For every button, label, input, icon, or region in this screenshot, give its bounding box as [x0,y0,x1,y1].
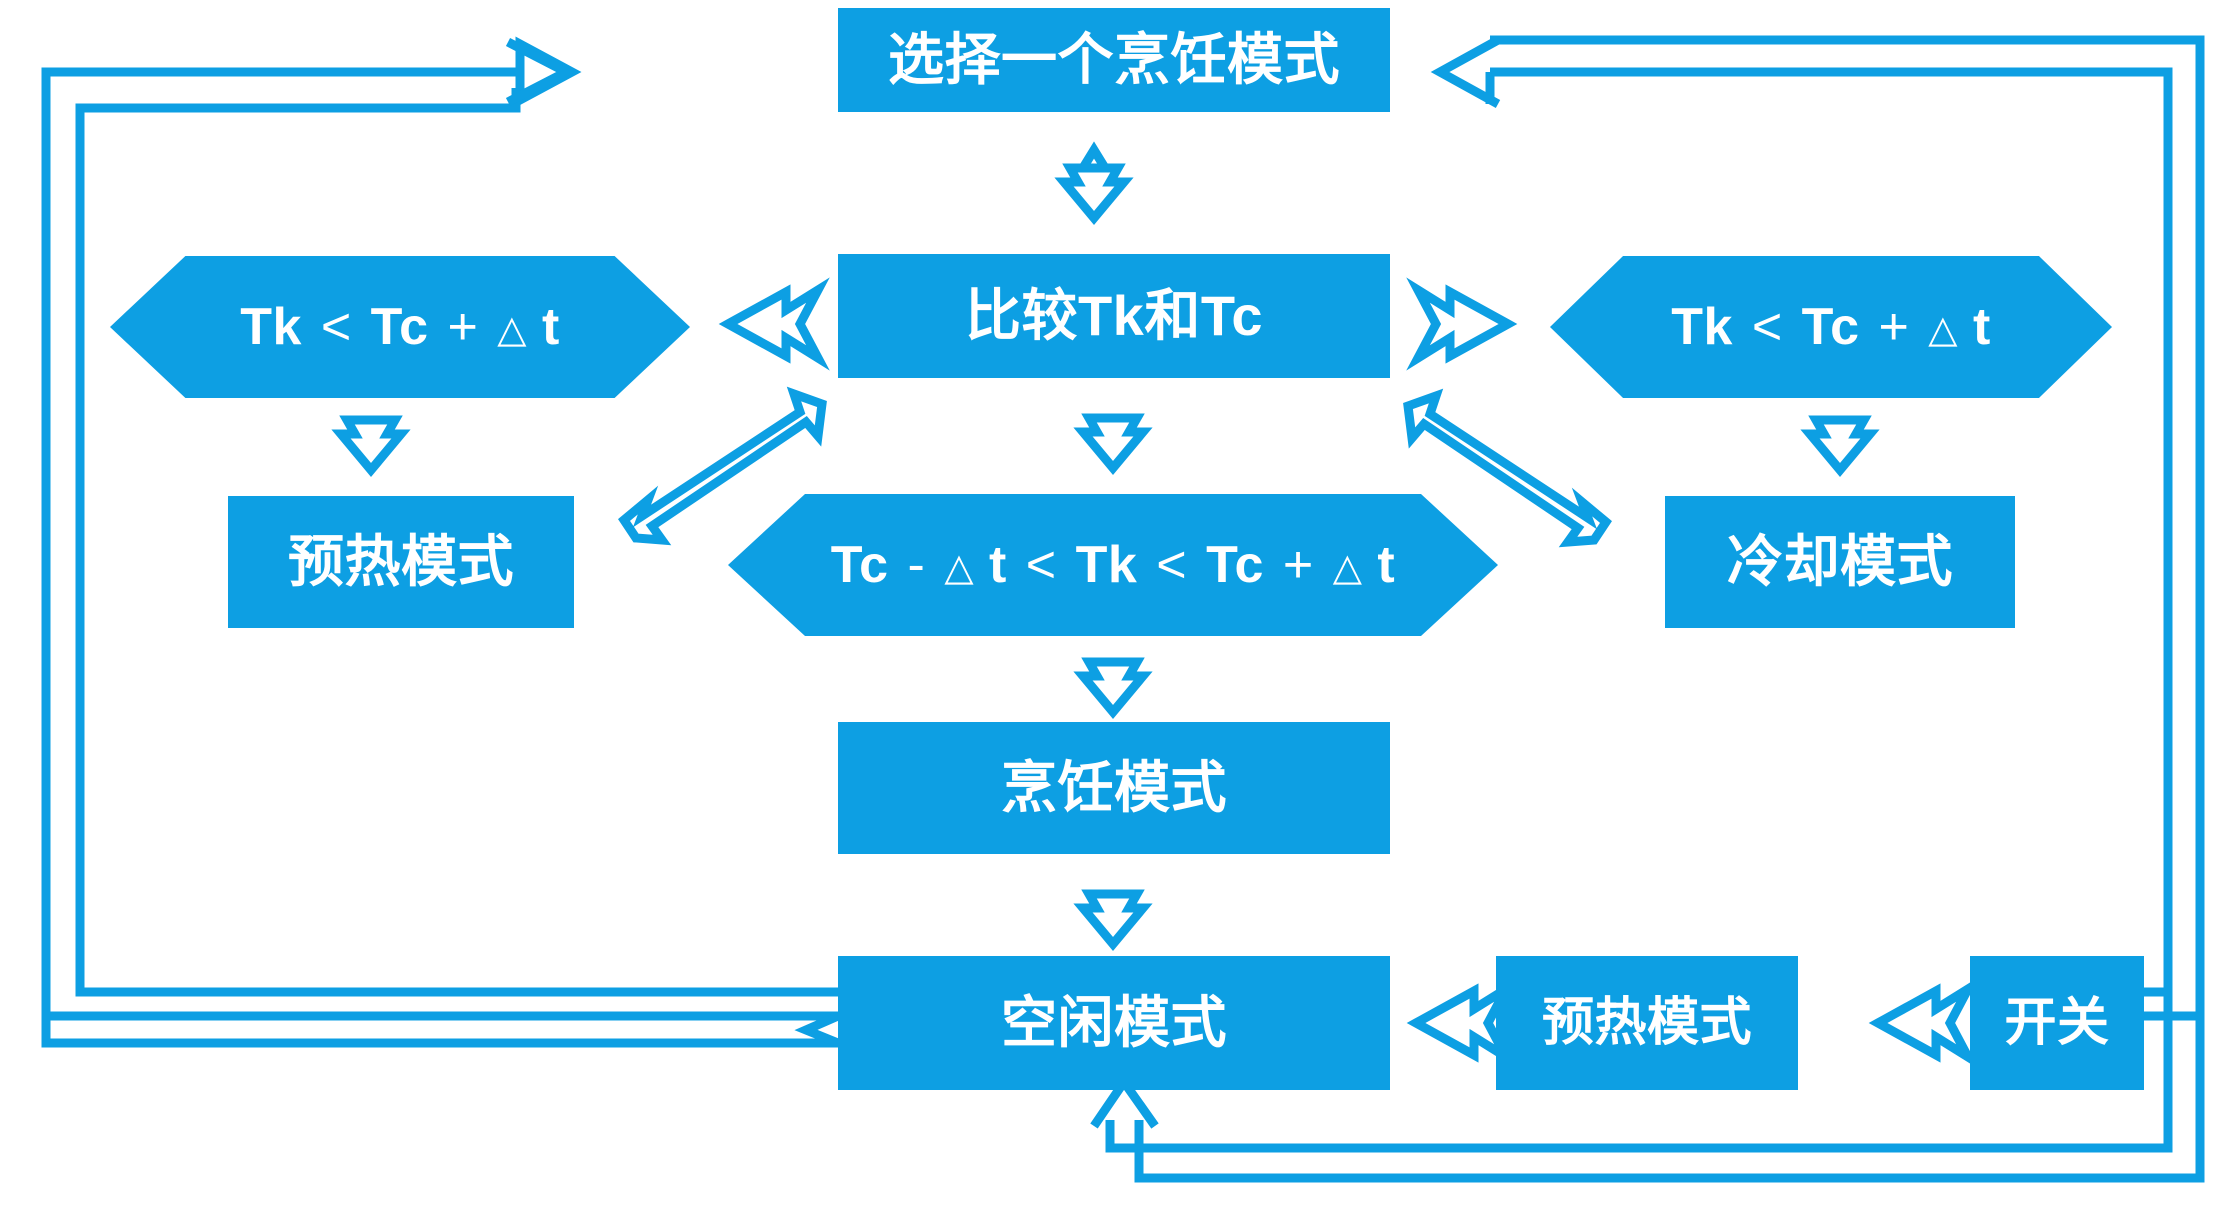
arrow-switch-to-preheat-bottom [1868,976,1980,1070]
arrow-compare-to-cond-center [1073,413,1153,476]
edge-inner-loop-arrowhead [505,38,576,106]
cond-center-op2: < [1156,536,1188,594]
cond-right-a: Tk [1671,298,1733,356]
arrow-cooling-to-compare [1403,388,1612,548]
node-preheat-mode-left-label: 预热模式 [288,530,514,593]
arrow-cond-center-to-cooking [1073,657,1153,720]
cond-center-a: Tc [830,536,889,594]
arrow-preheat-bottom-to-idle [1406,976,1518,1070]
arrow-compare-to-cond-left [718,277,830,371]
arrow-preheat-to-compare [618,386,827,546]
node-cooking-mode-label: 烹饪模式 [1001,756,1227,819]
node-select-cooking-mode-label: 选择一个烹饪模式 [888,28,1340,91]
node-cooling-mode[interactable]: 冷却模式 [1665,496,2015,628]
edge-outer-loop-tail-notch [794,1011,840,1048]
node-cooking-mode[interactable]: 烹饪模式 [838,722,1390,854]
node-compare-tk-tc-label: 比较Tk和Tc [964,284,1264,347]
node-preheat-mode-left[interactable]: 预热模式 [228,496,574,628]
node-idle-mode[interactable]: 空闲模式 [838,956,1390,1090]
hexagon-shape [110,256,690,398]
cond-center-op1: < [1025,536,1057,594]
node-preheat-mode-bottom[interactable]: 预热模式 [1496,956,1798,1090]
node-condition-right[interactable]: Tk < Tc + △ t [1550,256,2112,398]
edge-inner-loop-to-select [75,88,838,997]
hexagon-shape [1550,256,2112,398]
cond-right-op1: < [1751,298,1783,356]
cond-center-t2: t [1377,536,1396,594]
cond-center-c: Tc [1206,536,1264,594]
node-switch-label: 开关 [2004,994,2110,1052]
arrow-cond-left-to-preheat [331,415,411,478]
cond-center-op3: + [1282,536,1314,594]
arrow-cooking-to-idle [1073,889,1153,952]
arrow-cond-right-to-cooling [1800,415,1880,478]
cond-center-t1: t [989,536,1007,594]
delta-triangle-icon: △ [944,547,975,589]
edge-switch-loop-arrowhead [1430,36,1501,108]
cond-left-op2: + [447,298,479,356]
node-preheat-mode-bottom-label: 预热模式 [1541,994,1752,1052]
node-condition-right-label: Tk < Tc + △ t [1671,301,1991,353]
cond-left-t: t [541,298,560,356]
node-condition-left[interactable]: Tk < Tc + △ t [110,256,690,398]
arrow-select-to-compare-glyph [1054,163,1134,226]
edge-switch-loop-to-select-inner [1490,67,2173,997]
cond-left-op1: < [320,298,352,356]
cond-center-op0: - [907,536,926,594]
delta-triangle-icon: △ [1928,309,1959,351]
hexagon-shape [728,494,1498,636]
delta-triangle-icon: △ [497,309,528,351]
delta-triangle-icon: △ [1332,547,1363,589]
edge-switch-loop-to-idle-inner [1105,992,2173,1153]
node-cooling-mode-label: 冷却模式 [1727,530,1953,593]
arrow-compare-to-cond-right [1406,277,1518,371]
cond-right-b: Tc [1801,298,1860,356]
node-select-cooking-mode[interactable]: 选择一个烹饪模式 [838,8,1390,112]
cond-right-t: t [1972,298,1991,356]
node-switch[interactable]: 开关 [1970,956,2144,1090]
cond-center-b: Tk [1075,536,1138,594]
node-idle-mode-label: 空闲模式 [1001,991,1227,1054]
cond-right-op2: + [1878,298,1910,356]
cond-left-a: Tk [240,298,302,356]
cond-left-b: Tc [370,298,429,356]
node-compare-tk-tc[interactable]: 比较Tk和Tc [838,254,1390,378]
node-condition-center[interactable]: Tc - △ t < Tk < Tc + △ t [728,494,1498,636]
node-condition-center-label: Tc - △ t < Tk < Tc + △ t [831,539,1395,591]
node-condition-left-label: Tk < Tc + △ t [240,301,560,353]
